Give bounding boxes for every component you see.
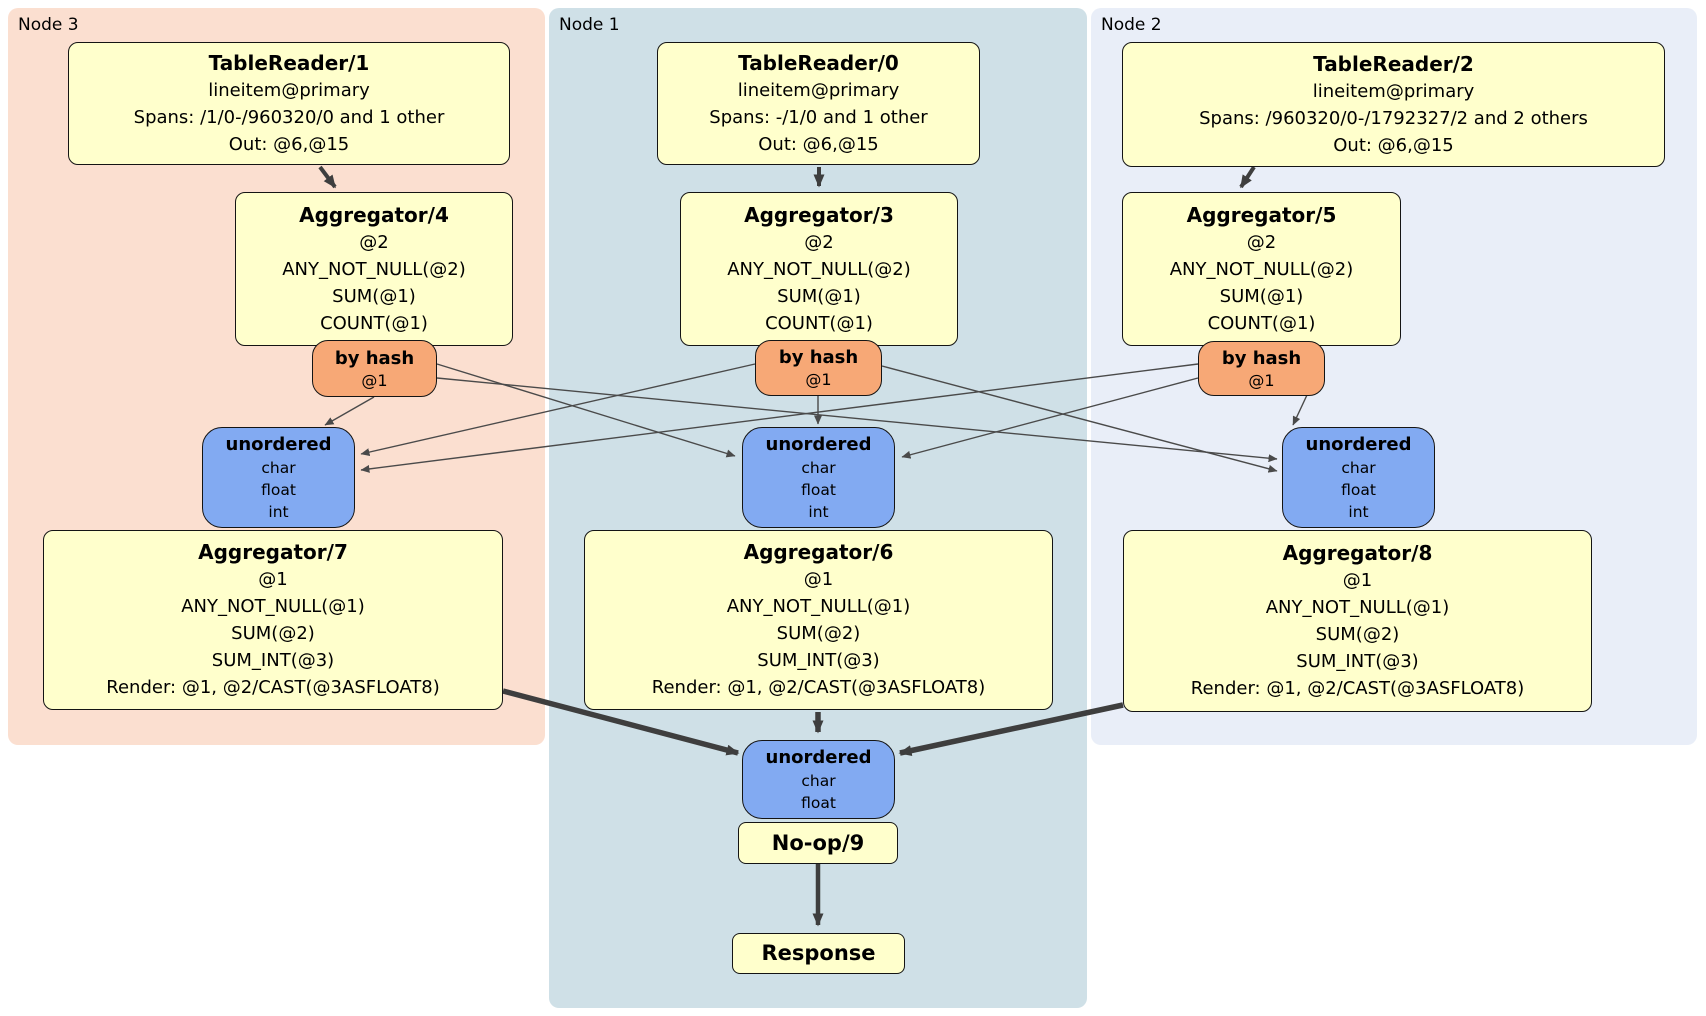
- processor-line: SUM(@2): [231, 623, 315, 644]
- processor-aggregator-4: Aggregator/4 @2 ANY_NOT_NULL(@2) SUM(@1)…: [235, 192, 513, 346]
- processor-aggregator-3: Aggregator/3 @2 ANY_NOT_NULL(@2) SUM(@1)…: [680, 192, 958, 346]
- router-detail: @1: [1248, 370, 1275, 390]
- processor-title: No-op/9: [771, 830, 865, 855]
- region-label-node-1: Node 1: [559, 15, 620, 35]
- processor-title: Response: [761, 941, 876, 965]
- processor-line: SUM_INT(@3): [757, 650, 880, 671]
- processor-line: SUM(@2): [1315, 624, 1400, 645]
- processor-line: SUM(@2): [776, 623, 861, 644]
- sync-type: float: [1341, 481, 1376, 499]
- router-detail: @1: [361, 370, 388, 390]
- processor-line: @2: [359, 231, 389, 253]
- processor-line: ANY_NOT_NULL(@1): [181, 596, 365, 617]
- router-title: by hash: [1221, 347, 1302, 369]
- sync-type: char: [801, 772, 836, 790]
- processor-line: Render: @1, @2/CAST(@3ASFLOAT8): [1190, 678, 1525, 699]
- processor-line: ANY_NOT_NULL(@2): [727, 258, 911, 280]
- processor-line: @2: [804, 231, 834, 253]
- processor-line: Spans: /1/0-/960320/0 and 1 other: [133, 106, 445, 128]
- processor-line: ANY_NOT_NULL(@1): [726, 596, 911, 617]
- sync-unordered-node3: unordered char float int: [202, 427, 355, 528]
- processor-line: @1: [1342, 570, 1373, 591]
- sync-title: unordered: [765, 434, 872, 455]
- sync-type: float: [261, 481, 296, 499]
- processor-line: lineitem@primary: [208, 79, 370, 101]
- sync-type: float: [801, 794, 836, 812]
- processor-line: COUNT(@1): [320, 312, 428, 334]
- processor-line: Out: @6,@15: [228, 133, 350, 155]
- sync-unordered-node1: unordered char float int: [742, 427, 895, 528]
- processor-line: SUM_INT(@3): [211, 650, 335, 671]
- region-label-node-3: Node 3: [18, 15, 79, 35]
- processor-line: Out: @6,@15: [758, 133, 879, 155]
- processor-line: SUM_INT(@3): [1296, 651, 1419, 672]
- processor-title: TableReader/0: [738, 50, 899, 75]
- processor-line: COUNT(@1): [765, 312, 873, 334]
- router-by-hash-node3: by hash @1: [312, 340, 437, 397]
- processor-tablereader-2: TableReader/2 lineitem@primary Spans: /9…: [1122, 42, 1665, 167]
- processor-title: Aggregator/5: [1186, 202, 1337, 227]
- processor-line: SUM(@1): [777, 285, 861, 307]
- processor-line: Out: @6,@15: [1333, 134, 1454, 156]
- processor-line: lineitem@primary: [737, 79, 900, 101]
- sync-type: char: [261, 459, 296, 477]
- processor-line: ANY_NOT_NULL(@2): [282, 258, 466, 280]
- sync-type: char: [1341, 459, 1376, 477]
- processor-line: ANY_NOT_NULL(@1): [1265, 597, 1450, 618]
- processor-line: @2: [1246, 231, 1277, 253]
- processor-line: ANY_NOT_NULL(@2): [1169, 258, 1354, 280]
- processor-line: @1: [803, 569, 834, 590]
- processor-noop-9: No-op/9: [738, 822, 898, 864]
- processor-aggregator-7: Aggregator/7 @1 ANY_NOT_NULL(@1) SUM(@2)…: [43, 530, 503, 710]
- processor-aggregator-8: Aggregator/8 @1 ANY_NOT_NULL(@1) SUM(@2)…: [1123, 530, 1592, 712]
- processor-title: Aggregator/6: [743, 540, 894, 564]
- sync-unordered-node2: unordered char float int: [1282, 427, 1435, 528]
- processor-title: TableReader/1: [208, 50, 370, 75]
- processor-title: Aggregator/7: [198, 540, 348, 564]
- region-label-node-2: Node 2: [1101, 15, 1162, 35]
- processor-tablereader-1: TableReader/1 lineitem@primary Spans: /1…: [68, 42, 510, 165]
- sync-type: int: [808, 503, 829, 521]
- processor-line: Spans: -/1/0 and 1 other: [709, 106, 928, 128]
- processor-line: Render: @1, @2/CAST(@3ASFLOAT8): [651, 677, 986, 698]
- router-by-hash-node1: by hash @1: [755, 340, 882, 396]
- processor-tablereader-0: TableReader/0 lineitem@primary Spans: -/…: [657, 42, 980, 165]
- sync-title: unordered: [765, 747, 872, 768]
- processor-line: Spans: /960320/0-/1792327/2 and 2 others: [1199, 107, 1588, 129]
- processor-title: TableReader/2: [1313, 51, 1474, 76]
- processor-title: Aggregator/4: [299, 202, 449, 227]
- sync-unordered-final: unordered char float: [742, 740, 895, 819]
- sync-type: char: [801, 459, 836, 477]
- processor-line: Render: @1, @2/CAST(@3ASFLOAT8): [106, 677, 440, 698]
- processor-response: Response: [732, 933, 905, 974]
- processor-line: SUM(@1): [332, 285, 416, 307]
- processor-aggregator-6: Aggregator/6 @1 ANY_NOT_NULL(@1) SUM(@2)…: [584, 530, 1053, 710]
- sync-title: unordered: [225, 434, 332, 455]
- processor-line: COUNT(@1): [1207, 312, 1316, 334]
- router-detail: @1: [805, 370, 832, 389]
- sync-type: int: [268, 503, 289, 521]
- router-title: by hash: [334, 347, 415, 369]
- router-by-hash-node2: by hash @1: [1198, 341, 1325, 396]
- processor-title: Aggregator/8: [1282, 541, 1433, 565]
- sync-title: unordered: [1305, 434, 1412, 455]
- processor-line: @1: [258, 569, 288, 590]
- processor-line: lineitem@primary: [1312, 80, 1475, 102]
- processor-line: SUM(@1): [1219, 285, 1304, 307]
- processor-title: Aggregator/3: [744, 202, 894, 227]
- processor-aggregator-5: Aggregator/5 @2 ANY_NOT_NULL(@2) SUM(@1)…: [1122, 192, 1401, 346]
- sync-type: float: [801, 481, 836, 499]
- sync-type: int: [1348, 503, 1369, 521]
- router-title: by hash: [778, 347, 859, 368]
